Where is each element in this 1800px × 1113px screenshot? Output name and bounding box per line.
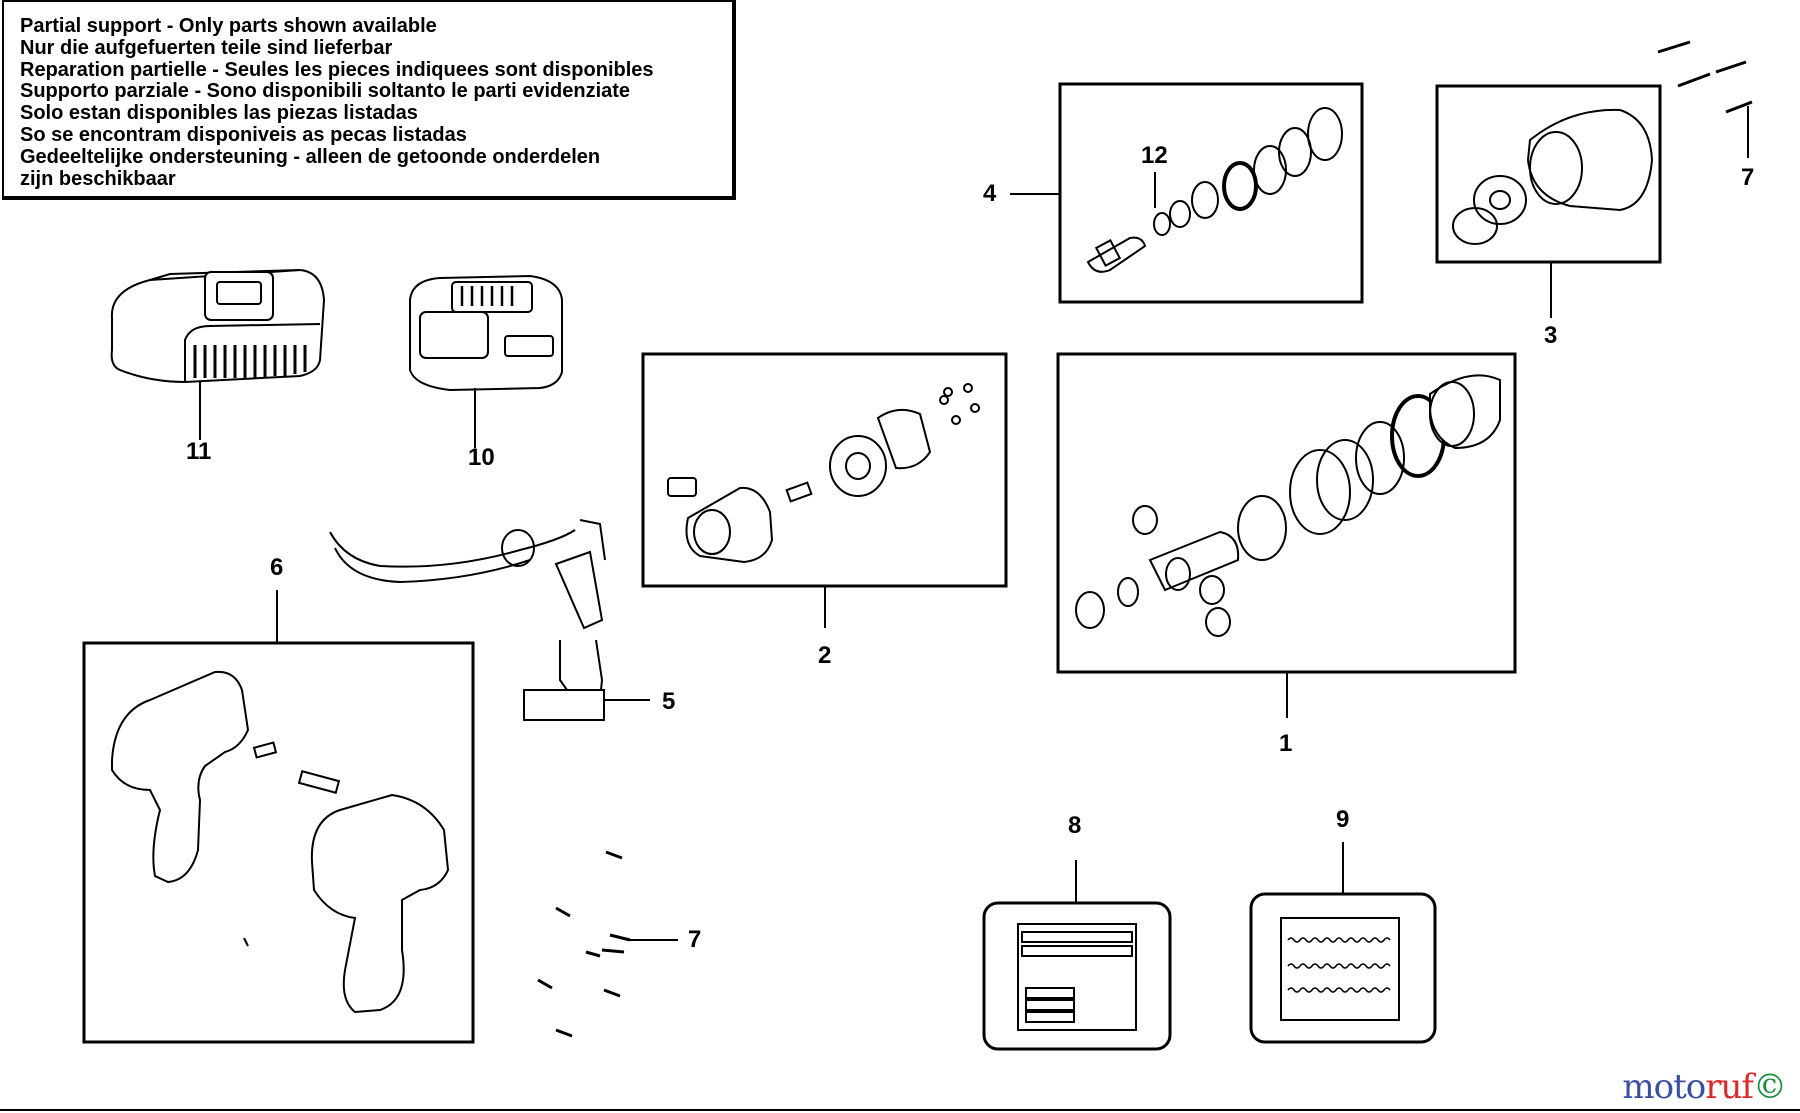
callout-4: 4 [983, 180, 997, 207]
gearbox-box [1056, 352, 1517, 718]
callout-8: 8 [1068, 812, 1082, 839]
callout-10: 10 [468, 444, 495, 471]
notice-line: Solo estan disponibles las piezas listad… [20, 102, 418, 125]
copyright-icon: © [1753, 1067, 1787, 1107]
motoruf-watermark: motoruf© [1622, 1067, 1787, 1107]
partial-support-notice: Partial support - Only parts shown avail… [2, 0, 736, 200]
callout-9: 9 [1336, 806, 1350, 833]
notice-line: Nur die aufgefuerten teile sind lieferba… [20, 36, 393, 59]
notice-line: zijn beschikbaar [20, 167, 176, 190]
housing-box [82, 590, 475, 1044]
callout-11: 11 [186, 438, 212, 465]
screws-top [1657, 40, 1753, 158]
callout-12: 12 [1141, 142, 1168, 169]
watermark-part: moto [1622, 1067, 1706, 1107]
anvil-assembly-box [1010, 82, 1364, 304]
notice-line: So se encontram disponiveis as pecas lis… [20, 123, 467, 146]
switch-part [329, 519, 650, 721]
callout-2: 2 [818, 642, 832, 669]
callout-6: 6 [270, 554, 284, 581]
battery-part [409, 274, 563, 448]
notice-line: Partial support - Only parts shown avail… [20, 15, 437, 37]
notice-line: Reparation partielle - Seules les pieces… [20, 58, 654, 81]
charger-part [110, 268, 326, 440]
gear-housing-box [1435, 84, 1662, 318]
label-plate-9 [1249, 842, 1437, 1044]
label-plate-8 [982, 860, 1172, 1051]
callout-3: 3 [1544, 322, 1558, 349]
callout-1: 1 [1279, 730, 1293, 757]
notice-line: Supporto parziale - Sono disponibili sol… [20, 80, 631, 103]
screws-bottom [537, 850, 678, 1038]
callout-7-top: 7 [1741, 164, 1755, 191]
notice-line: Gedeeltelijke ondersteuning - alleen de … [20, 145, 601, 168]
watermark-part: ruf [1705, 1067, 1754, 1107]
motor-box [641, 352, 1008, 628]
callout-7-bottom: 7 [688, 926, 702, 953]
callout-5: 5 [662, 688, 676, 715]
